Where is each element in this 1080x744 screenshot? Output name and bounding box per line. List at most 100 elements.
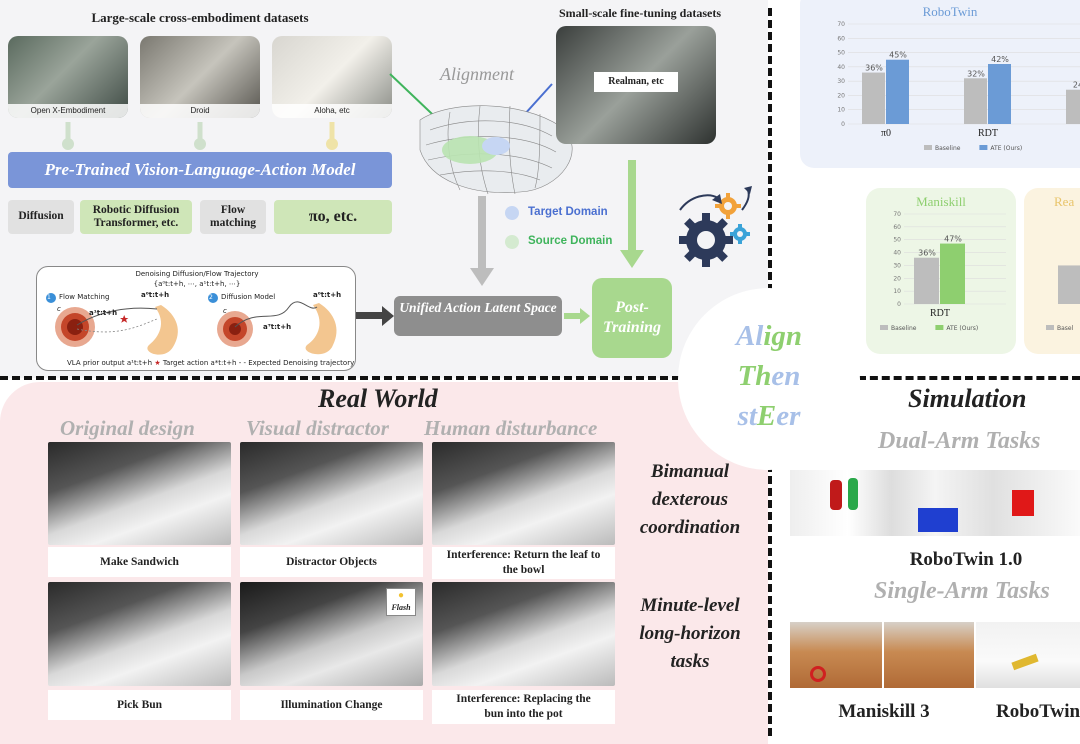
ate-line-3: stEer <box>737 400 801 432</box>
legend-swatch <box>924 145 932 150</box>
caption-interference-leaf: Interference: Return the leaf to the bow… <box>432 547 615 579</box>
long-horizon-label: Minute-level long-horizon tasks <box>639 595 741 672</box>
y-tick-label: 30 <box>893 262 901 269</box>
chart-title: Maniskill <box>916 194 966 209</box>
category-label: π0 <box>881 128 891 139</box>
legend-expected: Expected Denoising trajectory <box>248 359 355 367</box>
data-label: 42% <box>991 55 1009 64</box>
bar <box>1066 89 1080 124</box>
photo-make-sandwich <box>48 442 231 545</box>
bar <box>940 243 965 304</box>
method-diffusion: Diffusion <box>8 200 74 234</box>
realman-caption: Realman, etc <box>594 72 678 92</box>
y-tick-label: 10 <box>893 288 901 295</box>
flash-badge: ● Flash <box>386 588 416 616</box>
legend-label: Basel <box>1057 325 1074 332</box>
y-tick-label: 20 <box>893 275 901 282</box>
trajectory-sequence: {a⁰t:t+h, ⋯, a¹t:t+h, ⋯} <box>153 280 241 288</box>
robotwin-strip <box>790 470 1080 536</box>
robotwin2-strip <box>976 622 1080 688</box>
photo-distractor-objects <box>240 442 423 545</box>
data-label: 32% <box>967 69 985 78</box>
maniskill-strip <box>790 622 974 688</box>
bimanual-label: Bimanual dexterous coordination <box>639 461 741 538</box>
data-label: 36% <box>865 64 883 73</box>
column-title-visual: Visual distractor <box>246 416 389 440</box>
dataset-thumb-droid: Droid <box>140 36 260 118</box>
caption-pick-bun: Pick Bun <box>48 690 231 720</box>
lightbulb-icon: ● <box>398 590 405 601</box>
dataset-caption: Droid <box>140 104 260 118</box>
gear-icon <box>679 213 733 267</box>
ate-line-2: Then <box>737 360 801 392</box>
trajectory-title: Denoising Diffusion/Flow Trajectory <box>135 270 259 278</box>
target-blob <box>482 137 510 155</box>
y-tick-label: 0 <box>841 121 845 128</box>
y-tick-label: 40 <box>837 64 845 71</box>
category-label: RDT <box>978 128 998 139</box>
badge-number: 2 <box>209 294 213 301</box>
horizontal-divider-left <box>0 376 680 380</box>
y-tick-label: 20 <box>837 92 845 99</box>
dash-icon: - - <box>238 359 246 367</box>
target-ring-left <box>55 307 95 347</box>
legend-swatch <box>979 145 988 150</box>
target-ring-right <box>217 311 253 347</box>
bar <box>1058 265 1080 304</box>
trajectory-panel: Denoising Diffusion/Flow Trajectory {a⁰t… <box>36 266 356 371</box>
legend-swatch <box>935 325 944 330</box>
star-icon: ★ <box>154 359 161 367</box>
maniskill-caption: Maniskill 3 <box>822 696 946 728</box>
simulation-title: Simulation <box>908 384 1027 413</box>
action-symbol: aᵀt:t+h <box>263 323 292 331</box>
real-world-title: Real World <box>318 384 438 413</box>
y-tick-label: 30 <box>837 78 845 85</box>
horizontal-divider-right <box>858 376 1080 380</box>
bar <box>964 78 987 124</box>
gear-icon <box>715 193 741 219</box>
legend-target: Target action <box>162 359 209 367</box>
bar <box>988 64 1011 124</box>
photo-pick-bun <box>48 582 231 686</box>
alignment-label: Alignment <box>440 64 514 84</box>
target-domain-label: Target Domain <box>528 206 608 218</box>
action-symbol: a⁰t:t+h <box>141 291 170 299</box>
data-label: 45% <box>889 51 907 60</box>
dataset-thumb-realman: Realman, etc <box>556 26 716 144</box>
flow-matching-label: Flow Matching <box>59 293 110 301</box>
data-label: 36% <box>918 249 936 258</box>
data-label: 47% <box>944 235 962 244</box>
gear-icon <box>730 224 750 244</box>
method-flow-matching: Flow matching <box>200 200 266 234</box>
legend-label: Baseline <box>891 325 917 332</box>
bar <box>914 257 939 304</box>
column-title-original: Original design <box>60 416 195 440</box>
chart-title: RoboTwin <box>922 4 978 19</box>
condition-label: c <box>57 305 61 313</box>
real-bar-chart: Basel <box>1046 265 1080 332</box>
legend-swatch <box>1046 325 1054 330</box>
flash-label: Flash <box>391 603 411 612</box>
caption-make-sandwich: Make Sandwich <box>48 547 231 577</box>
caption-interference-bun: Interference: Replacing the bun into the… <box>432 690 615 724</box>
y-tick-label: 70 <box>893 211 901 218</box>
y-tick-label: 40 <box>893 250 901 257</box>
dual-arm-title: Dual-Arm Tasks <box>878 428 1041 454</box>
y-tick-label: 10 <box>837 107 845 114</box>
dataset-caption: Open X-Embodiment <box>8 104 128 118</box>
robotwin2-caption: RoboTwin <box>996 696 1080 728</box>
photo-illumination-change: ● Flash <box>240 582 423 686</box>
photo-interference-bun <box>432 582 615 686</box>
ate-line-1: Align <box>735 320 803 352</box>
method-rdt: Robotic Diffusion Transformer, etc. <box>80 200 192 234</box>
y-tick-label: 70 <box>837 21 845 28</box>
action-symbol: a⁰t:t+h <box>313 291 342 299</box>
y-tick-label: 60 <box>893 224 901 231</box>
chart-title: Rea <box>1054 194 1075 209</box>
condition-label: c <box>223 307 227 315</box>
legend-target-symbol: a*t:t+h <box>210 359 237 367</box>
legend-prior: VLA prior output <box>67 359 125 367</box>
